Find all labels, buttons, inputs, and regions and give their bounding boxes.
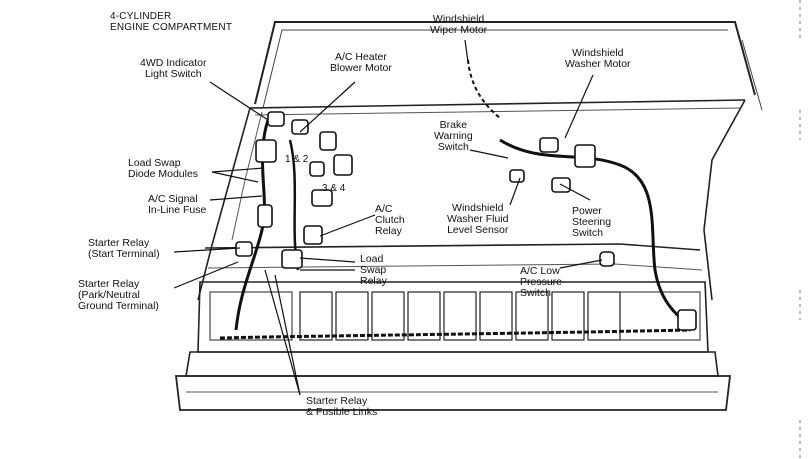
leader-lines: [173, 39, 603, 396]
right-harness: [499, 138, 691, 327]
label-power-steering-switch: Power Steering Switch: [572, 205, 612, 239]
grille-slot: [407, 291, 441, 341]
label-windshield-washer-fluid-level-sensor: Windshield Washer Fluid Level Sensor: [447, 202, 509, 236]
grille-slot: [371, 291, 405, 341]
label-starter-relay-park-neutral-ground: Starter Relay (Park/Neutral Ground Termi…: [78, 278, 159, 312]
front-bumper: [174, 375, 732, 411]
grille-slot: [587, 291, 621, 341]
header-line-1: 4-CYLINDER: [110, 11, 172, 22]
label-ac-heater-blower-motor: A/C Heater Blower Motor: [330, 51, 392, 74]
callout-3-and-4: 3 & 4: [322, 183, 346, 194]
wiper-wire: [467, 59, 501, 119]
grille-slats: [299, 291, 621, 341]
component-blobs: [235, 111, 697, 331]
label-windshield-wiper-motor: Windshield Wiper Motor: [430, 13, 488, 36]
left-fender-inner: [231, 111, 263, 241]
label-load-swap-diode-modules: Load Swap Diode Modules: [128, 157, 199, 180]
label-starter-relay-start-terminal: Starter Relay (Start Terminal): [88, 237, 160, 260]
label-ac-low-pressure-switch: A/C Low Pressure Switch: [520, 265, 563, 299]
hood-right-edge: [741, 39, 763, 111]
front-harness: [219, 328, 691, 340]
cowl-line: [249, 99, 746, 109]
callout-1-and-2: 1 & 2: [285, 154, 309, 165]
grille-slot: [479, 291, 513, 341]
label-windshield-washer-motor: Windshield Washer Motor: [565, 47, 631, 70]
label-4wd-indicator-light-switch: 4WD Indicator Light Switch: [140, 57, 207, 80]
label-load-swap-relay: Load Swap Relay: [360, 253, 387, 287]
cowl-line-2: [254, 107, 741, 116]
grille-slot: [335, 291, 369, 341]
label-starter-relay-fusible-links: Starter Relay & Fusible Links: [306, 395, 378, 418]
radiator-support: [204, 243, 701, 251]
page-edge-marks: [799, 0, 801, 459]
hood-outline: [254, 21, 756, 105]
grille-slot: [551, 291, 585, 341]
lower-valance: [185, 351, 719, 377]
header-line-2: ENGINE COMPARTMENT: [110, 22, 233, 33]
grille-slot: [299, 291, 333, 341]
left-fender: [197, 107, 251, 301]
hood-inner-line: [262, 29, 728, 109]
grille-slot: [515, 291, 549, 341]
label-ac-signal-in-line-fuse: A/C Signal In-Line Fuse: [148, 193, 207, 216]
label-brake-warning-switch: Brake Warning Switch: [434, 119, 473, 153]
radiator-support-lower: [207, 263, 703, 271]
label-ac-clutch-relay: A/C Clutch Relay: [375, 203, 405, 237]
diagram-header: 4-CYLINDER ENGINE COMPARTMENT: [110, 11, 232, 33]
right-fender: [703, 99, 746, 301]
grille-slot: [443, 291, 477, 341]
